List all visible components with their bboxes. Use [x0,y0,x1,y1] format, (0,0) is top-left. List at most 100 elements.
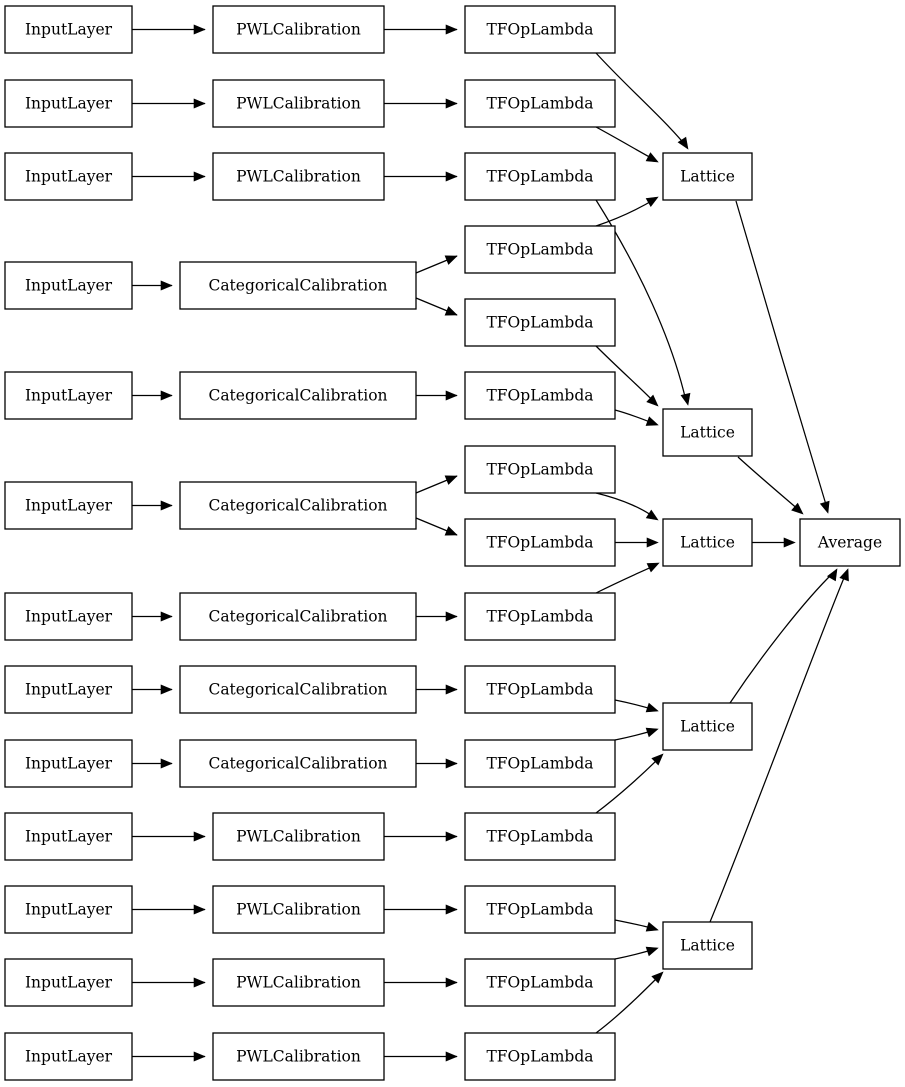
node-box[interactable] [179,481,417,530]
node-inputlayer-in12[interactable]: InputLayer [4,958,133,1007]
node-box[interactable] [4,152,133,201]
node-tfoplambda-tf2[interactable]: TFOpLambda [464,79,616,128]
node-tfoplambda-tf12[interactable]: TFOpLambda [464,812,616,861]
node-box[interactable] [179,592,417,641]
node-box[interactable] [662,921,753,970]
node-categoricalcalibration-cal8[interactable]: CategoricalCalibration [179,665,417,714]
node-tfoplambda-tf4[interactable]: TFOpLambda [464,225,616,274]
graph-edge [384,24,458,35]
node-box[interactable] [464,445,616,494]
arrowhead-icon [193,24,206,35]
node-box[interactable] [179,261,417,310]
node-box[interactable] [4,1032,133,1081]
node-pwlcalibration-cal13[interactable]: PWLCalibration [212,1032,385,1081]
node-box[interactable] [662,518,753,567]
node-box[interactable] [212,5,385,54]
node-lattice-lat5[interactable]: Lattice [662,921,753,970]
node-pwlcalibration-cal3[interactable]: PWLCalibration [212,152,385,201]
node-box[interactable] [464,812,616,861]
node-inputlayer-in9[interactable]: InputLayer [4,739,133,788]
node-tfoplambda-tf15[interactable]: TFOpLambda [464,1032,616,1081]
node-inputlayer-in10[interactable]: InputLayer [4,812,133,861]
node-inputlayer-in11[interactable]: InputLayer [4,885,133,934]
node-box[interactable] [464,371,616,420]
node-tfoplambda-tf9[interactable]: TFOpLambda [464,592,616,641]
graph-edge [416,758,458,769]
node-box[interactable] [212,79,385,128]
node-categoricalcalibration-cal5[interactable]: CategoricalCalibration [179,371,417,420]
node-box[interactable] [662,408,753,457]
node-box[interactable] [4,5,133,54]
node-box[interactable] [212,1032,385,1081]
node-box[interactable] [212,152,385,201]
node-box[interactable] [464,739,616,788]
arrowhead-icon [445,611,458,622]
node-pwlcalibration-cal1[interactable]: PWLCalibration [212,5,385,54]
node-box[interactable] [662,152,753,201]
node-box[interactable] [4,79,133,128]
node-box[interactable] [212,812,385,861]
node-lattice-lat4[interactable]: Lattice [662,702,753,751]
node-box[interactable] [464,298,616,347]
node-box[interactable] [4,592,133,641]
arrowhead-icon [193,98,206,109]
node-inputlayer-in4[interactable]: InputLayer [4,261,133,310]
node-lattice-lat2[interactable]: Lattice [662,408,753,457]
node-inputlayer-in6[interactable]: InputLayer [4,481,133,530]
node-tfoplambda-tf7[interactable]: TFOpLambda [464,445,616,494]
node-categoricalcalibration-cal7[interactable]: CategoricalCalibration [179,592,417,641]
node-box[interactable] [4,665,133,714]
node-inputlayer-in5[interactable]: InputLayer [4,371,133,420]
node-box[interactable] [464,5,616,54]
node-categoricalcalibration-cal6[interactable]: CategoricalCalibration [179,481,417,530]
node-tfoplambda-tf5[interactable]: TFOpLambda [464,298,616,347]
node-box[interactable] [4,739,133,788]
node-box[interactable] [4,812,133,861]
node-tfoplambda-tf13[interactable]: TFOpLambda [464,885,616,934]
node-box[interactable] [662,702,753,751]
node-inputlayer-in13[interactable]: InputLayer [4,1032,133,1081]
node-box[interactable] [4,371,133,420]
node-box[interactable] [464,885,616,934]
node-box[interactable] [212,958,385,1007]
node-average-avg[interactable]: Average [799,518,901,567]
node-inputlayer-in3[interactable]: InputLayer [4,152,133,201]
node-categoricalcalibration-cal9[interactable]: CategoricalCalibration [179,739,417,788]
node-pwlcalibration-cal11[interactable]: PWLCalibration [212,885,385,934]
node-lattice-lat3[interactable]: Lattice [662,518,753,567]
node-box[interactable] [464,518,616,567]
node-categoricalcalibration-cal4[interactable]: CategoricalCalibration [179,261,417,310]
node-box[interactable] [179,371,417,420]
node-tfoplambda-tf6[interactable]: TFOpLambda [464,371,616,420]
node-pwlcalibration-cal10[interactable]: PWLCalibration [212,812,385,861]
node-tfoplambda-tf8[interactable]: TFOpLambda [464,518,616,567]
node-tfoplambda-tf11[interactable]: TFOpLambda [464,739,616,788]
node-box[interactable] [4,481,133,530]
node-box[interactable] [464,225,616,274]
node-lattice-lat1[interactable]: Lattice [662,152,753,201]
node-pwlcalibration-cal12[interactable]: PWLCalibration [212,958,385,1007]
node-box[interactable] [464,79,616,128]
node-inputlayer-in8[interactable]: InputLayer [4,665,133,714]
node-box[interactable] [4,958,133,1007]
node-box[interactable] [464,1032,616,1081]
node-tfoplambda-tf10[interactable]: TFOpLambda [464,665,616,714]
node-inputlayer-in1[interactable]: InputLayer [4,5,133,54]
node-tfoplambda-tf14[interactable]: TFOpLambda [464,958,616,1007]
node-box[interactable] [464,152,616,201]
node-tfoplambda-tf3[interactable]: TFOpLambda [464,152,616,201]
node-pwlcalibration-cal2[interactable]: PWLCalibration [212,79,385,128]
node-box[interactable] [179,665,417,714]
node-box[interactable] [212,885,385,934]
node-tfoplambda-tf1[interactable]: TFOpLambda [464,5,616,54]
node-box[interactable] [179,739,417,788]
node-box[interactable] [464,665,616,714]
node-box[interactable] [464,958,616,1007]
node-label: TFOpLambda [486,95,593,113]
node-box[interactable] [464,592,616,641]
node-box[interactable] [4,885,133,934]
node-box[interactable] [799,518,901,567]
node-inputlayer-in2[interactable]: InputLayer [4,79,133,128]
node-box[interactable] [4,261,133,310]
node-inputlayer-in7[interactable]: InputLayer [4,592,133,641]
